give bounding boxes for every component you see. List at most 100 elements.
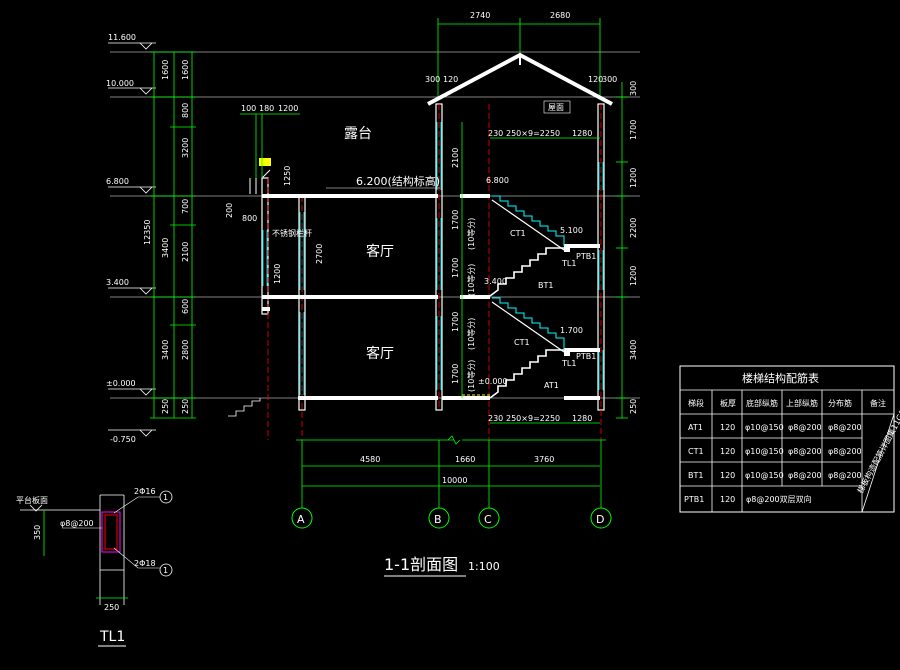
r-elev-5100: 5.100 [560,226,583,235]
svg-text:1700: 1700 [451,210,460,230]
drawing-title: 1-1剖面图 1:100 [384,555,500,577]
stair-dims: 230 250×9=2250 1280 230 250×9=2250 1280 [488,129,600,424]
r-elev-1700: 1.700 [560,326,583,335]
svg-text:φ8@200: φ8@200 [828,447,862,456]
elev-3400: 3.400 [106,278,129,287]
left-elevations: 11.600 10.000 6.800 3.400 ±0.000 -0.750 [106,33,156,444]
svg-text:φ8@200: φ8@200 [788,471,822,480]
ct1-lower: CT1 [514,338,530,347]
svg-text:250×9=2250: 250×9=2250 [506,414,560,423]
svg-text:分布筋: 分布筋 [828,398,852,408]
svg-text:1200: 1200 [273,264,282,284]
floor-slabs [262,194,600,400]
right-dimension-chain [616,82,628,419]
svg-text:BT1: BT1 [688,471,703,480]
ld-3400a: 3400 [161,238,170,258]
svg-text:1660: 1660 [455,455,475,464]
step-annotations: 2100 1700 1700 1700 1700 (10等分) (10等分) (… [451,122,476,398]
roof-terrace-label: 露台 [344,126,372,142]
right-dimension-text: 300 1700 1200 2200 1200 3400 250 [629,81,638,414]
beam-name: TL1 [99,629,125,645]
railing-label: 不锈钢栏杆 [272,228,312,238]
svg-text:梯段: 梯段 [688,398,704,408]
svg-text:1250: 1250 [283,166,292,186]
svg-text:180: 180 [259,104,274,113]
svg-text:PTB1: PTB1 [684,495,704,504]
top-dimension-chain [437,18,601,100]
r-elev-0: ±0.000 [478,377,508,386]
svg-text:300: 300 [425,75,440,84]
svg-text:1700: 1700 [451,312,460,332]
elev-neg750: -0.750 [110,435,136,444]
svg-text:φ10@150: φ10@150 [745,447,784,456]
ld-3200: 3200 [181,138,190,158]
axis-d: D [596,513,604,526]
svg-text:1200: 1200 [629,168,638,188]
svg-text:φ8@200: φ8@200 [788,447,822,456]
svg-text:(10等分): (10等分) [466,360,476,392]
r-elev-3400: 3.400 [484,277,507,286]
svg-text:250×9=2250: 250×9=2250 [506,129,560,138]
top-dim-2740: 2740 [470,11,490,20]
svg-text:(10等分): (10等分) [466,218,476,250]
svg-text:CT1: CT1 [688,447,704,456]
svg-text:φ8@200: φ8@200 [788,423,822,432]
beam-top-bar: 2Φ16 [134,487,156,496]
ld-1600a: 1600 [161,60,170,80]
bt1: BT1 [538,281,553,290]
svg-text:板厚: 板厚 [720,398,736,408]
beam-height: 350 [33,525,42,540]
svg-text:1: 1 [163,566,168,575]
ld-12350: 12350 [143,220,152,245]
rebar-table: 楼梯结构配筋表 梯段 板厚 底部纵筋 上部纵筋 分布筋 备注 AT1 120 φ… [679,365,900,513]
ld-250a: 250 [161,399,170,414]
svg-text:120: 120 [720,447,735,456]
svg-text:φ8@200: φ8@200 [828,471,862,480]
living-room-2-label: 客厅 [366,243,394,260]
at1: AT1 [544,381,559,390]
svg-text:250: 250 [629,399,638,414]
axis-bubbles: A B C D [291,507,612,529]
bottom-dimension-text: 4580 1660 3760 10000 [360,455,554,485]
svg-text:φ8@200: φ8@200 [828,423,862,432]
svg-text:底部纵筋: 底部纵筋 [746,398,778,408]
ld-600: 600 [181,299,190,314]
terrace-dims: 100 180 1200 800 200 1250 2700 1200 [225,104,324,284]
ld-3400b: 3400 [161,340,170,360]
title-scale: 1:100 [468,560,500,573]
stairs [228,195,570,417]
svg-text:120: 120 [720,423,735,432]
ld-700a: 700 [181,199,190,214]
elev-10000: 10.000 [106,79,134,88]
ct1-upper: CT1 [510,229,526,238]
ld-2100: 2100 [181,242,190,262]
svg-text:1200: 1200 [278,104,298,113]
gutter-label: 屋面 [548,103,564,112]
svg-text:300: 300 [629,81,638,96]
svg-text:1700: 1700 [451,364,460,384]
beam-width: 250 [104,603,119,612]
living-room-1-label: 客厅 [366,345,394,362]
ld-2800: 2800 [181,340,190,360]
beam-detail: 平台板面 2Φ16 2Φ18 φ8@200 350 250 1 1 TL1 [16,487,173,647]
svg-text:230: 230 [488,414,503,423]
svg-text:120: 120 [443,75,458,84]
svg-text:230: 230 [488,129,503,138]
ld-800: 800 [181,103,190,118]
left-dimension-chain [150,51,196,419]
svg-text:3760: 3760 [534,455,554,464]
windows [262,122,604,395]
svg-text:AT1: AT1 [688,423,703,432]
axis-a: A [297,513,305,526]
title-main: 1-1剖面图 [384,555,458,574]
svg-text:1: 1 [163,493,168,502]
svg-text:2200: 2200 [629,218,638,238]
terrace-parapet [249,169,271,314]
svg-text:4580: 4580 [360,455,380,464]
roof-dims: 300 120 120 300 屋面 [425,75,617,114]
svg-text:1700: 1700 [451,258,460,278]
ptb1-lower: PTB1 [576,352,596,361]
beam-stirrup: φ8@200 [60,519,94,528]
svg-text:3400: 3400 [629,340,638,360]
